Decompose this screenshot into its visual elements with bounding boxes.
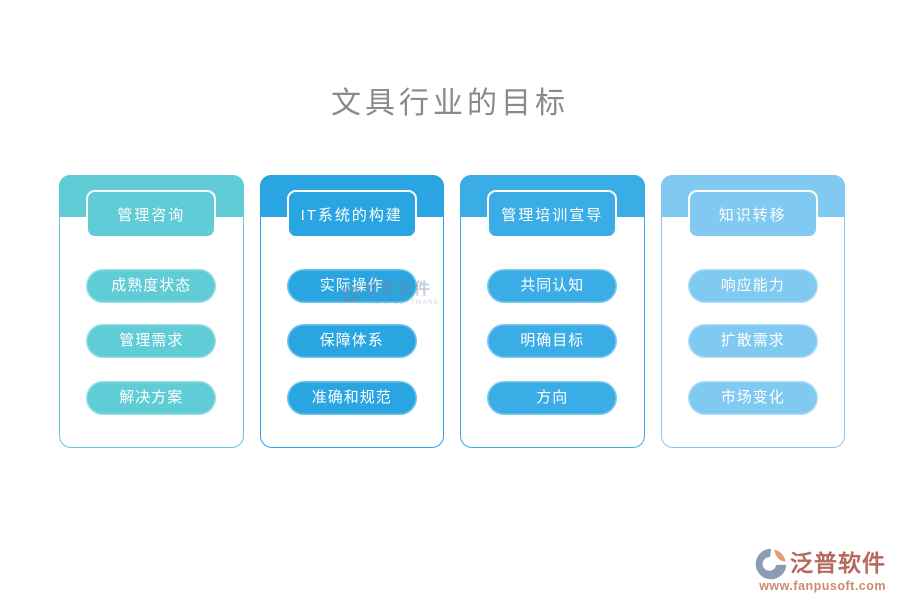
footer-brand-url: www.fanpusoft.com bbox=[759, 579, 886, 593]
goal-item: 准确和规范 bbox=[286, 381, 417, 415]
goal-card-knowledge: 知识转移 响应能力 扩散需求 市场变化 bbox=[660, 175, 845, 448]
footer-brand: 泛普软件 www.fanpusoft.com bbox=[754, 547, 886, 593]
goal-card-training: 管理培训宣导 共同认知 明确目标 方向 bbox=[460, 175, 645, 448]
goal-item: 扩散需求 bbox=[687, 324, 818, 358]
card-header: 管理培训宣导 bbox=[487, 190, 618, 238]
goal-item: 管理需求 bbox=[86, 324, 217, 358]
goal-item: 共同认知 bbox=[487, 269, 618, 303]
goal-item: 成熟度状态 bbox=[86, 269, 217, 303]
goal-item: 市场变化 bbox=[687, 381, 818, 415]
goal-item: 方向 bbox=[487, 381, 618, 415]
card-header: 知识转移 bbox=[687, 190, 818, 238]
footer-brand-name: 泛普软件 bbox=[790, 550, 886, 577]
goal-card-it-system: IT系统的构建 实际操作 保障体系 准确和规范 bbox=[259, 175, 444, 448]
fanpu-logo-icon bbox=[755, 548, 787, 580]
goal-item: 响应能力 bbox=[687, 269, 818, 303]
goal-item: 实际操作 bbox=[286, 269, 417, 303]
goal-columns: 管理咨询 成熟度状态 管理需求 解决方案 IT系统的构建 实际操作 保障体系 准… bbox=[59, 175, 845, 448]
page-title: 文具行业的目标 bbox=[331, 86, 569, 121]
goal-item: 明确目标 bbox=[487, 324, 618, 358]
goal-item: 保障体系 bbox=[286, 324, 417, 358]
card-header: IT系统的构建 bbox=[286, 190, 417, 238]
card-header: 管理咨询 bbox=[86, 190, 217, 238]
goal-card-consulting: 管理咨询 成熟度状态 管理需求 解决方案 bbox=[59, 175, 244, 448]
goal-item: 解决方案 bbox=[86, 381, 217, 415]
